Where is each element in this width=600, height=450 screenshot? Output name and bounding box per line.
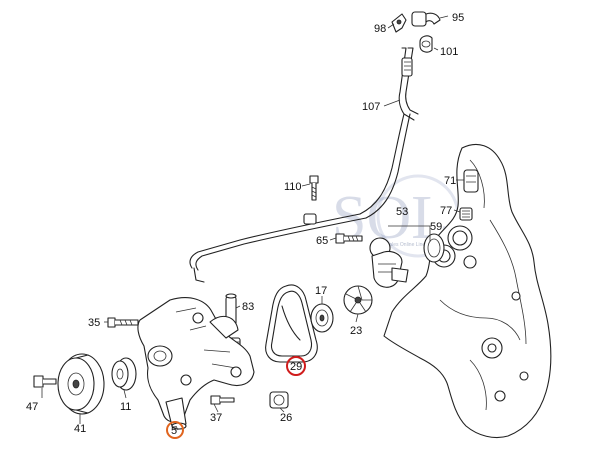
part-23-impeller: [343, 285, 373, 315]
part-37-bolt: [210, 395, 235, 405]
dipstick-tube: [189, 47, 419, 283]
highlight-circle-5: [166, 421, 184, 439]
part-95-cap: [411, 11, 441, 27]
label-26: 26: [280, 412, 292, 424]
label-29: 29: [290, 361, 302, 373]
part-53-thermostat: [369, 237, 409, 288]
timing-cover: [383, 143, 552, 439]
label-107: 107: [362, 101, 380, 113]
label-41: 41: [74, 423, 86, 435]
highlight-circle-29: [286, 356, 306, 376]
label-37: 37: [210, 412, 222, 424]
label-77: 77: [440, 205, 452, 217]
label-101: 101: [440, 46, 458, 58]
part-47-bolt: [33, 375, 57, 388]
watermark-subtext: Sales Online Line: [386, 242, 425, 248]
part-65-screw: [335, 233, 363, 244]
leader-53: [388, 225, 431, 242]
part-110-screw: [309, 175, 319, 201]
part-26-idler: [269, 391, 289, 409]
label-59: 59: [430, 221, 442, 233]
label-65: 65: [316, 235, 328, 247]
leader-lines: [41, 15, 464, 431]
part-11-hub: [111, 357, 137, 391]
label-47: 47: [26, 401, 38, 413]
label-98: 98: [374, 23, 386, 35]
callout-labels: 98 95 101 107 110 71 53 77 59 65 35 83 1…: [26, 12, 464, 437]
part-17-pulley: [310, 303, 334, 333]
label-95: 95: [452, 12, 464, 24]
label-35: 35: [88, 317, 100, 329]
part-35-bolt: [107, 317, 139, 328]
label-83: 83: [242, 301, 254, 313]
label-5: 5: [171, 425, 177, 437]
part-59-gasket: [423, 233, 445, 263]
label-11: 11: [120, 401, 131, 413]
label-110: 110: [284, 181, 302, 193]
part-101-seal: [419, 35, 433, 53]
part-41-pulley: [57, 353, 105, 415]
part-98-clip: [391, 13, 407, 33]
label-71: 71: [444, 175, 456, 187]
part-29-belt: [265, 284, 318, 363]
part-71-sensor: [463, 169, 479, 193]
label-53: 53: [396, 206, 408, 218]
part-5-water-pump: [137, 297, 255, 430]
part-77-plug: [459, 207, 473, 221]
label-17: 17: [315, 285, 327, 297]
label-23: 23: [350, 325, 362, 337]
